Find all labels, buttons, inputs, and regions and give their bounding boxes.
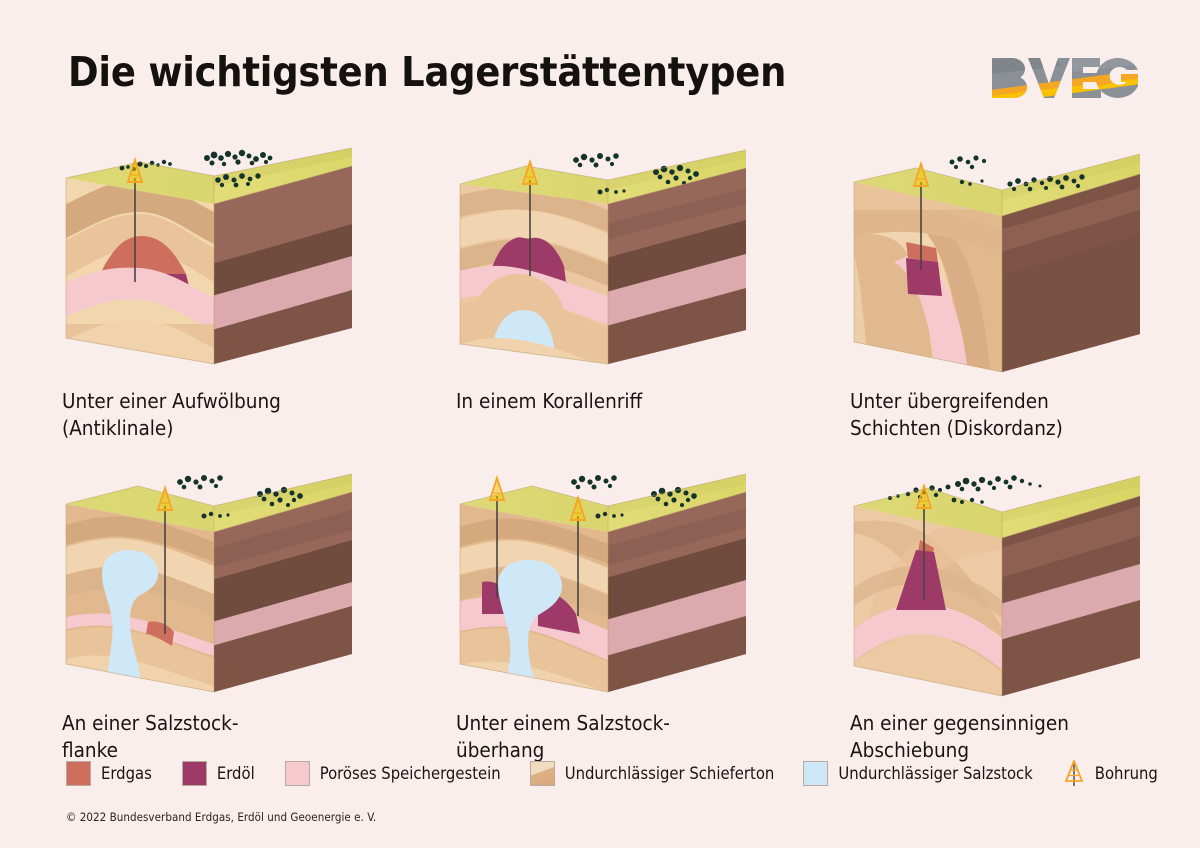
legend-swatch-erdgas: [66, 761, 91, 786]
front-cross-section: [66, 504, 214, 693]
legend: Erdgas Erdöl Poröses Speichergestein Und…: [66, 760, 1158, 787]
block-edges: [459, 149, 747, 365]
drill-rig-icon: [1064, 760, 1084, 786]
legend-item-salzstock: Undurchlässiger Salzstock: [803, 761, 1033, 786]
legend-item-erdgas: Erdgas: [66, 761, 152, 786]
panel-caption: An einer Salzstock- flanke: [62, 711, 239, 763]
drill-rig-icon: [912, 160, 930, 270]
deposit-type-grid: Unter einer Aufwölbung (Antiklinale): [62, 146, 1144, 764]
block-diagram-anticline: [65, 147, 353, 365]
panel-coral-reef: In einem Korallenriff: [456, 146, 750, 442]
block-diagram-salt-flank: [65, 473, 353, 693]
legend-item-erdoel: Erdöl: [181, 761, 255, 786]
copyright-notice: © 2022 Bundesverband Erdgas, Erdöl und G…: [66, 810, 377, 824]
page-title: Die wichtigsten Lagerstättentypen: [68, 48, 787, 96]
tree-cluster: [571, 475, 697, 519]
legend-label-erdoel: Erdöl: [216, 764, 255, 783]
tree-cluster: [177, 475, 303, 519]
drill-rig-icon-right: [569, 494, 587, 617]
tree-cluster: [573, 153, 699, 195]
panel-salt-flank: An einer Salzstock- flanke: [62, 470, 356, 764]
legend-label-bohrung: Bohrung: [1094, 764, 1158, 783]
block-diagram-salt-overhang: [459, 473, 747, 693]
figure-salt-flank: [62, 470, 356, 696]
figure-unconformity: [850, 146, 1144, 373]
block-diagram-unconformity: [853, 153, 1141, 373]
legend-item-schieferton: Undurchlässiger Schieferton: [529, 761, 775, 786]
panel-salt-overhang: Unter einem Salzstock- überhang: [456, 470, 750, 764]
block-edges: [853, 153, 1141, 373]
block-edges: [65, 473, 353, 693]
legend-swatch-salzstock: [803, 761, 829, 786]
panel-caption: Unter einem Salzstock- überhang: [456, 711, 670, 763]
figure-coral-reef: [456, 146, 750, 372]
figure-normal-fault: [850, 470, 1144, 697]
drill-rig-icon: [126, 156, 144, 282]
drill-rig-icon: [915, 482, 933, 601]
panel-caption: An einer gegensinnigen Abschiebung: [850, 711, 1069, 763]
legend-label-schieferton: Undurchlässiger Schieferton: [564, 764, 775, 783]
ground-surface: [66, 474, 352, 533]
panel-caption: In einem Korallenriff: [456, 389, 643, 413]
panel-normal-fault: An einer gegensinnigen Abschiebung: [850, 470, 1144, 764]
block-edges: [853, 475, 1141, 697]
front-cross-section: [854, 182, 1002, 372]
legend-swatch-schieferton: [529, 761, 555, 786]
legend-label-erdgas: Erdgas: [101, 764, 152, 783]
header: Die wichtigsten Lagerstättentypen: [68, 52, 1142, 122]
legend-label-salzstock: Undurchlässiger Salzstock: [838, 764, 1033, 783]
bveg-logo: [992, 58, 1138, 99]
figure-salt-overhang: [456, 470, 750, 696]
panel-caption: Unter übergreifenden Schichten (Diskorda…: [850, 389, 1063, 441]
drill-rig-icon-left: [488, 474, 506, 599]
figure-anticline: [62, 146, 356, 372]
ground-surface: [854, 154, 1140, 216]
legend-item-poroeses-speichergestein: Poröses Speichergestein: [284, 761, 501, 786]
block-diagram-coral-reef: [459, 149, 747, 365]
bveg-logo-glyphs: [992, 58, 1138, 99]
legend-swatch-erdoel: [181, 761, 207, 786]
panel-anticline: Unter einer Aufwölbung (Antiklinale): [62, 146, 356, 442]
side-cross-section: [214, 166, 352, 364]
drill-rig-icon: [521, 158, 539, 276]
drill-rig-icon: [156, 484, 174, 635]
legend-item-bohrung: Bohrung: [1063, 760, 1158, 787]
block-diagram-normal-fault: [853, 475, 1141, 697]
panel-caption: Unter einer Aufwölbung (Antiklinale): [62, 389, 281, 441]
legend-swatch-poroeses-speichergestein: [284, 761, 310, 786]
legend-label-poroeses-speichergestein: Poröses Speichergestein: [319, 764, 501, 783]
panel-unconformity: Unter übergreifenden Schichten (Diskorda…: [850, 146, 1144, 442]
front-cross-section: [854, 506, 1002, 697]
block-edges: [65, 147, 353, 365]
